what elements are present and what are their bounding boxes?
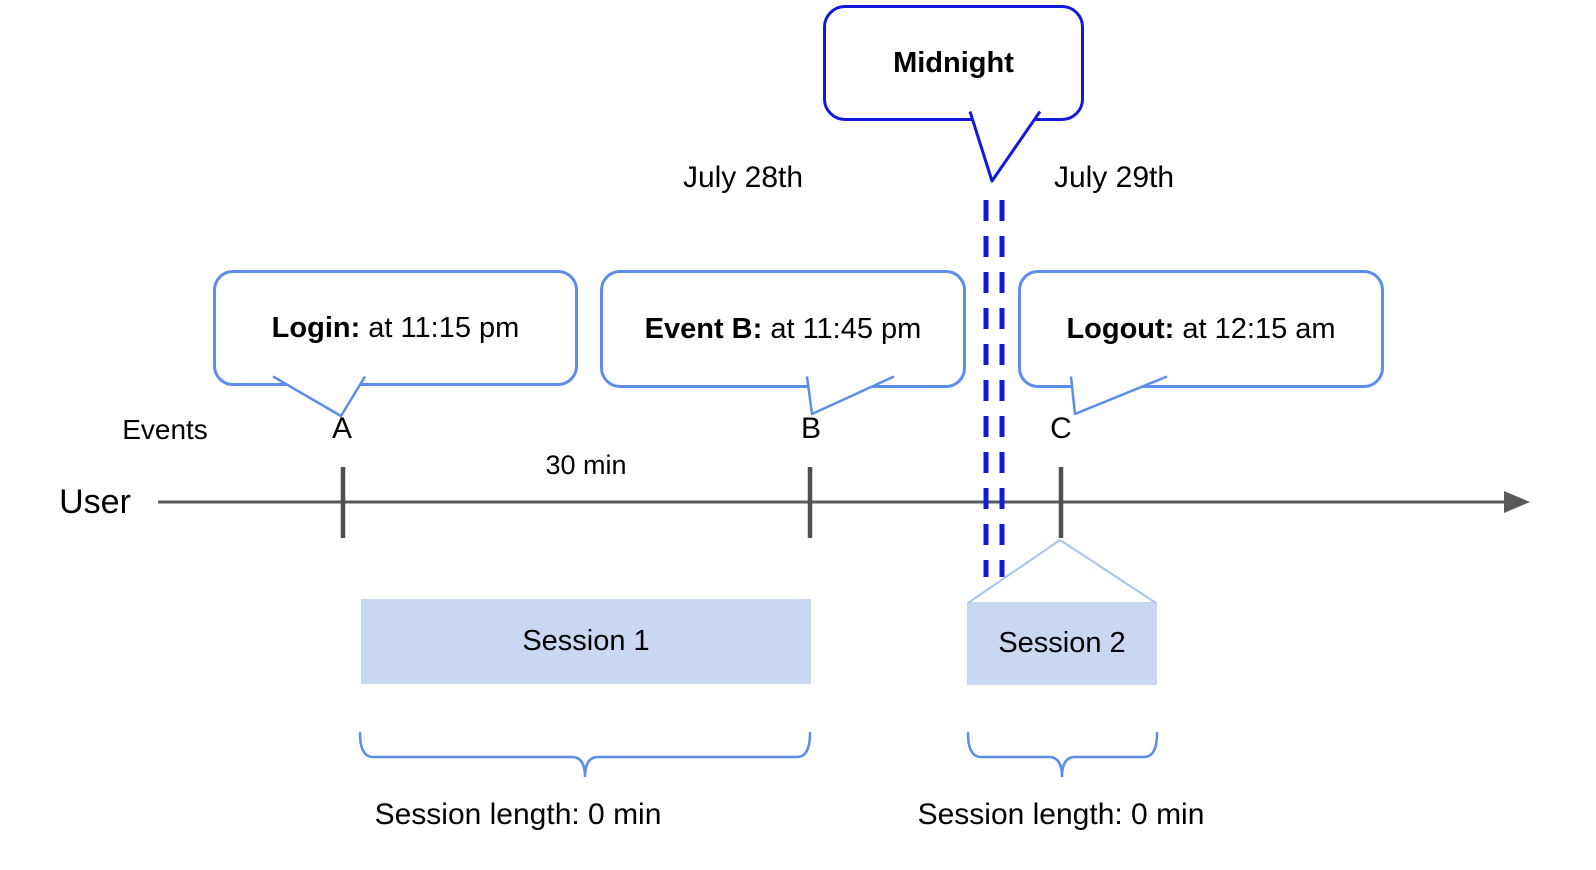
midnight-callout-bubble: Midnight	[823, 5, 1084, 121]
event-b-time: at 11:45 pm	[762, 312, 922, 345]
user-axis-label: User	[59, 483, 131, 521]
event-marker-b: B	[800, 412, 822, 445]
event-marker-c: C	[1050, 412, 1072, 445]
timeline-arrowhead-icon	[1504, 491, 1530, 513]
logout-label: Logout:	[1066, 312, 1175, 345]
session-2-box: Session 2	[967, 602, 1157, 685]
session-1-label: Session 1	[522, 625, 650, 657]
session-2-label: Session 2	[998, 627, 1126, 659]
date-july-28: July 28th	[682, 161, 804, 194]
session-2-funnel-right-line	[1059, 539, 1157, 604]
event-b-label: Event B:	[644, 312, 763, 345]
midnight-label: Midnight	[893, 46, 1014, 79]
login-callout-bubble: Login: at 11:15 pm	[213, 270, 578, 386]
session-1-box: Session 1	[361, 599, 811, 684]
session-1-length-label: Session length: 0 min	[374, 798, 662, 831]
session-2-brace	[966, 731, 1159, 778]
session-2-funnel-left-line	[967, 539, 1061, 604]
event-b-callout-bubble: Event B: at 11:45 pm	[600, 270, 966, 388]
login-time: at 11:15 pm	[360, 311, 520, 344]
session-2-length-label: Session length: 0 min	[917, 798, 1205, 831]
logout-callout-bubble: Logout: at 12:15 am	[1018, 270, 1384, 388]
logout-time: at 12:15 am	[1174, 312, 1336, 345]
event-marker-a: A	[331, 412, 353, 445]
login-label: Login:	[271, 311, 361, 344]
midnight-bubble-tail	[968, 110, 1042, 183]
events-axis-label: Events	[122, 414, 208, 445]
interval-30min-label: 30 min	[545, 450, 627, 480]
date-july-29: July 29th	[1053, 161, 1175, 194]
session-1-brace	[358, 731, 812, 778]
